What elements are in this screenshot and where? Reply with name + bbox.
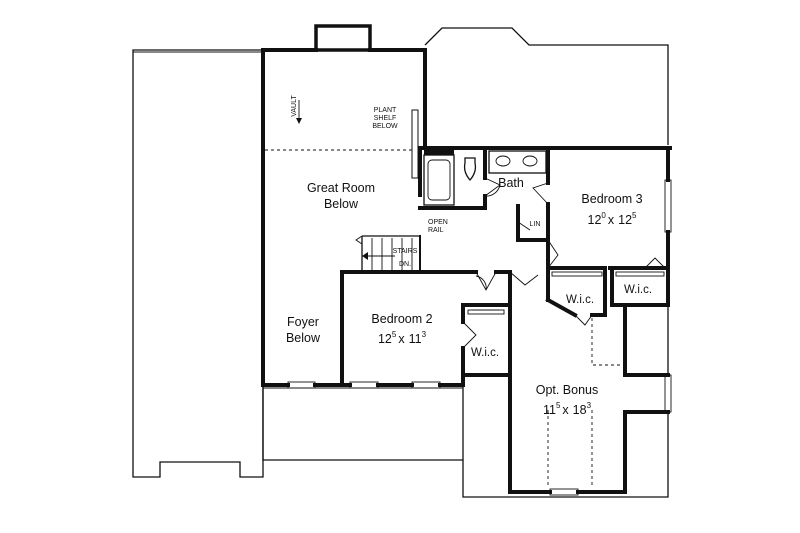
plant-shelf <box>411 109 419 179</box>
linen-closet <box>517 221 531 231</box>
chimney <box>314 24 372 52</box>
linen-label: LIN <box>530 221 541 228</box>
plant-shelf-label-3: BELOW <box>372 123 398 130</box>
bedroom3-doors <box>509 239 666 326</box>
great-room-sublabel: Below <box>324 197 359 211</box>
windows-bottom <box>287 381 441 389</box>
open-rail-label-1: OPEN <box>428 219 448 226</box>
bonus-label: Opt. Bonus <box>536 383 599 397</box>
plant-shelf-label-1: PLANT <box>374 107 397 114</box>
lower-roof-outline <box>462 305 669 498</box>
wic-bed2-shelf <box>467 309 505 315</box>
bedroom2-walls <box>340 270 512 387</box>
bath-walls <box>418 146 672 270</box>
window-bonus-bottom <box>549 488 579 496</box>
wic-right-label: W.i.c. <box>624 284 652 296</box>
vault-arrow <box>296 100 302 124</box>
toilet <box>463 157 477 181</box>
garage-roof-outline <box>132 49 264 478</box>
vanity <box>488 150 547 174</box>
vault-label: VAULT <box>291 95 298 117</box>
bedroom3-label: Bedroom 3 <box>581 192 642 206</box>
window-bonus-right <box>664 374 672 413</box>
stairs-label: STAIRS <box>393 248 418 255</box>
foyer-sublabel: Below <box>286 331 321 345</box>
stairs-down-label: DN. <box>399 261 411 268</box>
upper-roof-outline <box>424 27 669 145</box>
bath-door <box>484 177 549 205</box>
labels: Great Room Below Foyer Below Bath Bedroo… <box>286 95 652 417</box>
bedroom2-label: Bedroom 2 <box>371 312 432 326</box>
wic-mid-label: W.i.c. <box>566 294 594 306</box>
plant-shelf-label-2: SHELF <box>374 115 397 122</box>
bedroom3-closets <box>545 266 670 318</box>
window-bedroom3 <box>664 179 672 233</box>
porch-roof-outline <box>262 385 464 461</box>
bathtub <box>423 150 455 206</box>
bonus-walls <box>508 303 670 494</box>
wic-bed2-label: W.i.c. <box>471 347 499 359</box>
stairs <box>355 235 421 273</box>
bath-label: Bath <box>498 176 524 190</box>
foyer-label: Foyer <box>287 315 319 329</box>
great-room-label: Great Room <box>307 181 375 195</box>
open-rail-label-2: RAIL <box>428 227 444 234</box>
exterior-walls <box>261 48 465 387</box>
bonus-knee-walls <box>547 318 622 488</box>
